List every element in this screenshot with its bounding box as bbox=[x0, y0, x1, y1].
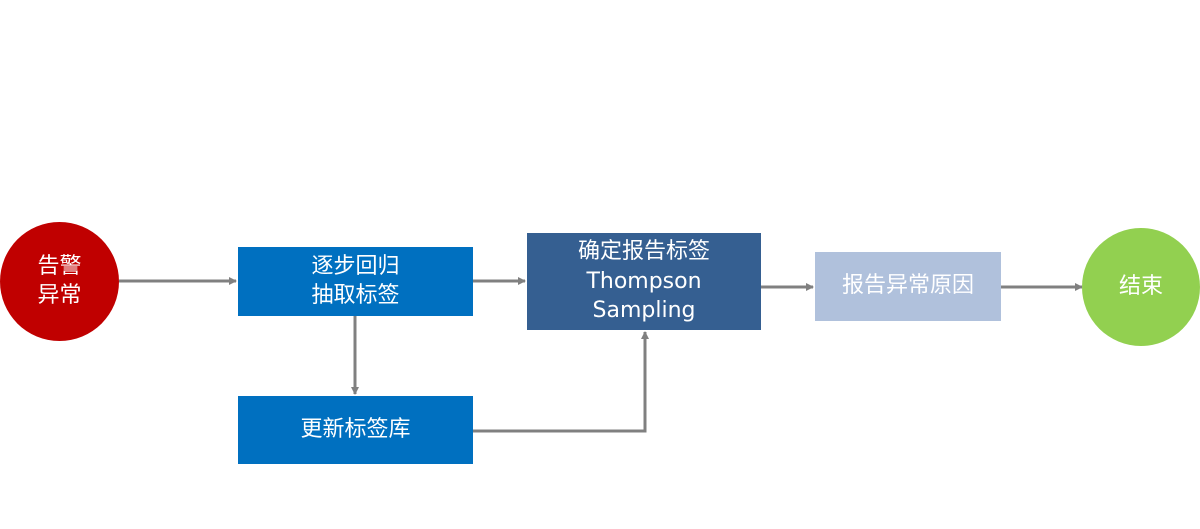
decide-report-tags-line3: Sampling bbox=[592, 298, 696, 324]
end-node-label: 结束 bbox=[1118, 273, 1163, 299]
end-node: 结束 bbox=[1082, 228, 1200, 346]
start-node-line2: 异常 bbox=[37, 282, 82, 308]
edge-update-to-decide bbox=[473, 331, 649, 433]
update-tag-library-label: 更新标签库 bbox=[300, 416, 411, 442]
start-node-line1: 告警 bbox=[37, 253, 82, 279]
extract-tags-line2: 抽取标签 bbox=[311, 282, 400, 308]
decide-report-tags-line1: 确定报告标签 bbox=[577, 238, 710, 264]
report-cause-label: 报告异常原因 bbox=[841, 273, 974, 299]
update-tag-library-node: 更新标签库 bbox=[238, 396, 473, 464]
decide-report-tags-node: 确定报告标签 Thompson Sampling bbox=[527, 233, 761, 330]
report-cause-node: 报告异常原因 bbox=[815, 252, 1001, 321]
extract-tags-node: 逐步回归 抽取标签 bbox=[238, 247, 473, 316]
decide-report-tags-line2: Thompson bbox=[586, 268, 702, 294]
extract-tags-line1: 逐步回归 bbox=[311, 253, 400, 279]
start-node: 告警 异常 bbox=[0, 222, 119, 341]
